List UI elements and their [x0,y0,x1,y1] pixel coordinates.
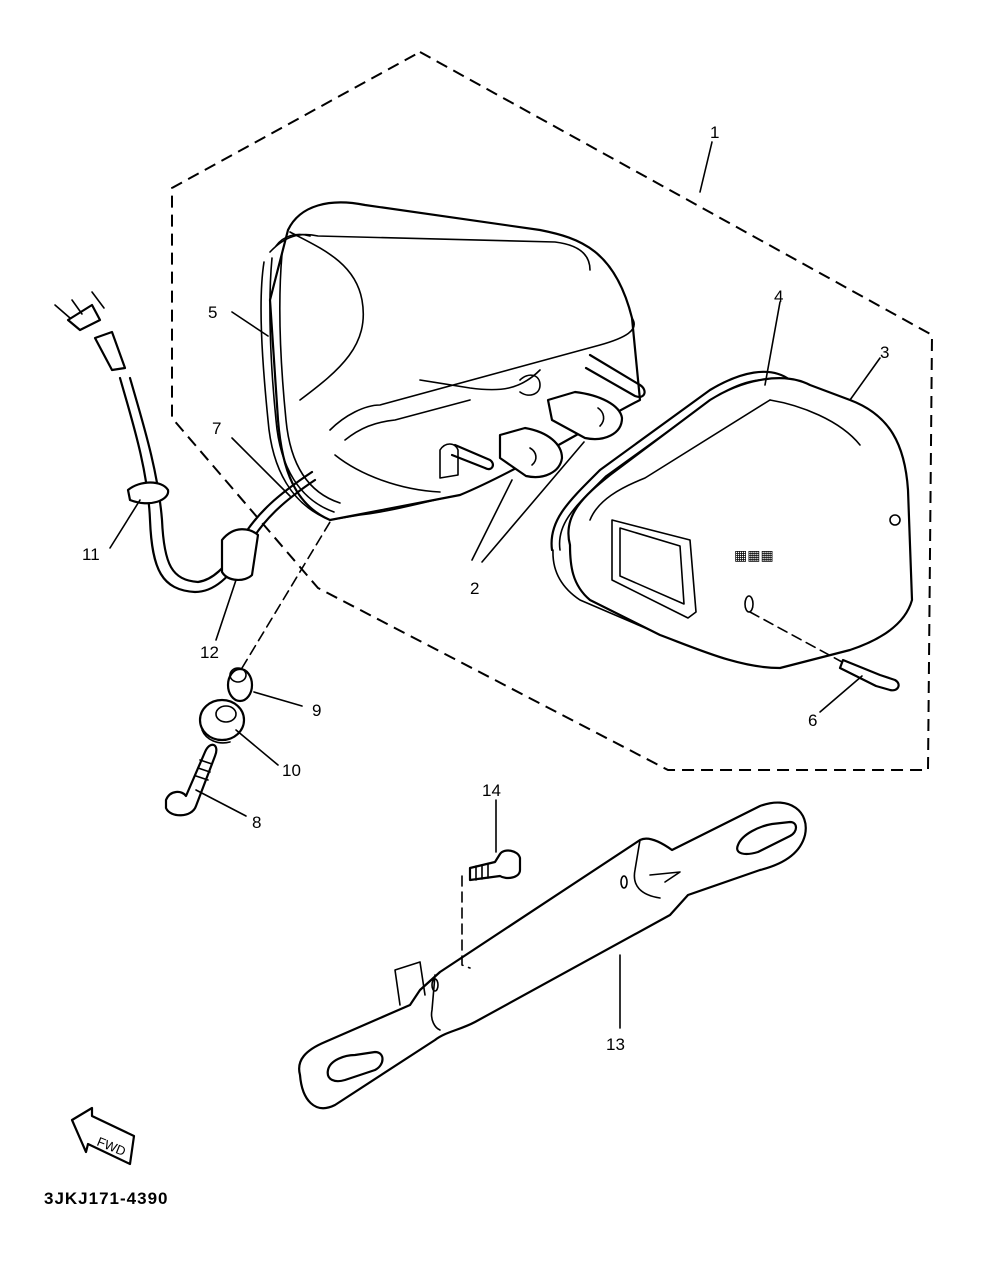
callout-1: 1 [710,123,719,142]
license-plate-bracket [298,801,807,1110]
bulbs [471,390,624,563]
bracket-screw-14 [461,849,522,969]
lens-screw [749,611,900,692]
svg-text:▦▦▦: ▦▦▦ [734,547,774,563]
callout-4: 4 [774,287,783,306]
callout-7: 7 [212,419,221,438]
callout-6: 6 [808,711,817,730]
bolt-8 [164,743,218,817]
callout-5: 5 [208,303,217,322]
grommet-10 [198,698,246,744]
callout-2: 2 [470,579,479,598]
lens-gasket [550,370,802,552]
callout-8: 8 [252,813,261,832]
forward-arrow: FWD [70,1106,136,1166]
diagram-code: 3JKJ171-4390 [44,1189,168,1208]
callout-13: 13 [606,1035,625,1054]
callout-12: 12 [200,643,219,662]
callout-14: 14 [482,781,501,800]
callout-11: 11 [82,545,100,564]
leader-lines [109,141,881,1029]
collar-9 [226,521,331,703]
callout-9: 9 [312,701,321,720]
callout-3: 3 [880,343,889,362]
tail-lamp-base [260,201,646,522]
assembly-boundary [171,50,934,771]
callout-10: 10 [282,761,301,780]
wire-harness [54,291,317,594]
tail-lamp-lens: ▦▦▦ [567,377,914,670]
